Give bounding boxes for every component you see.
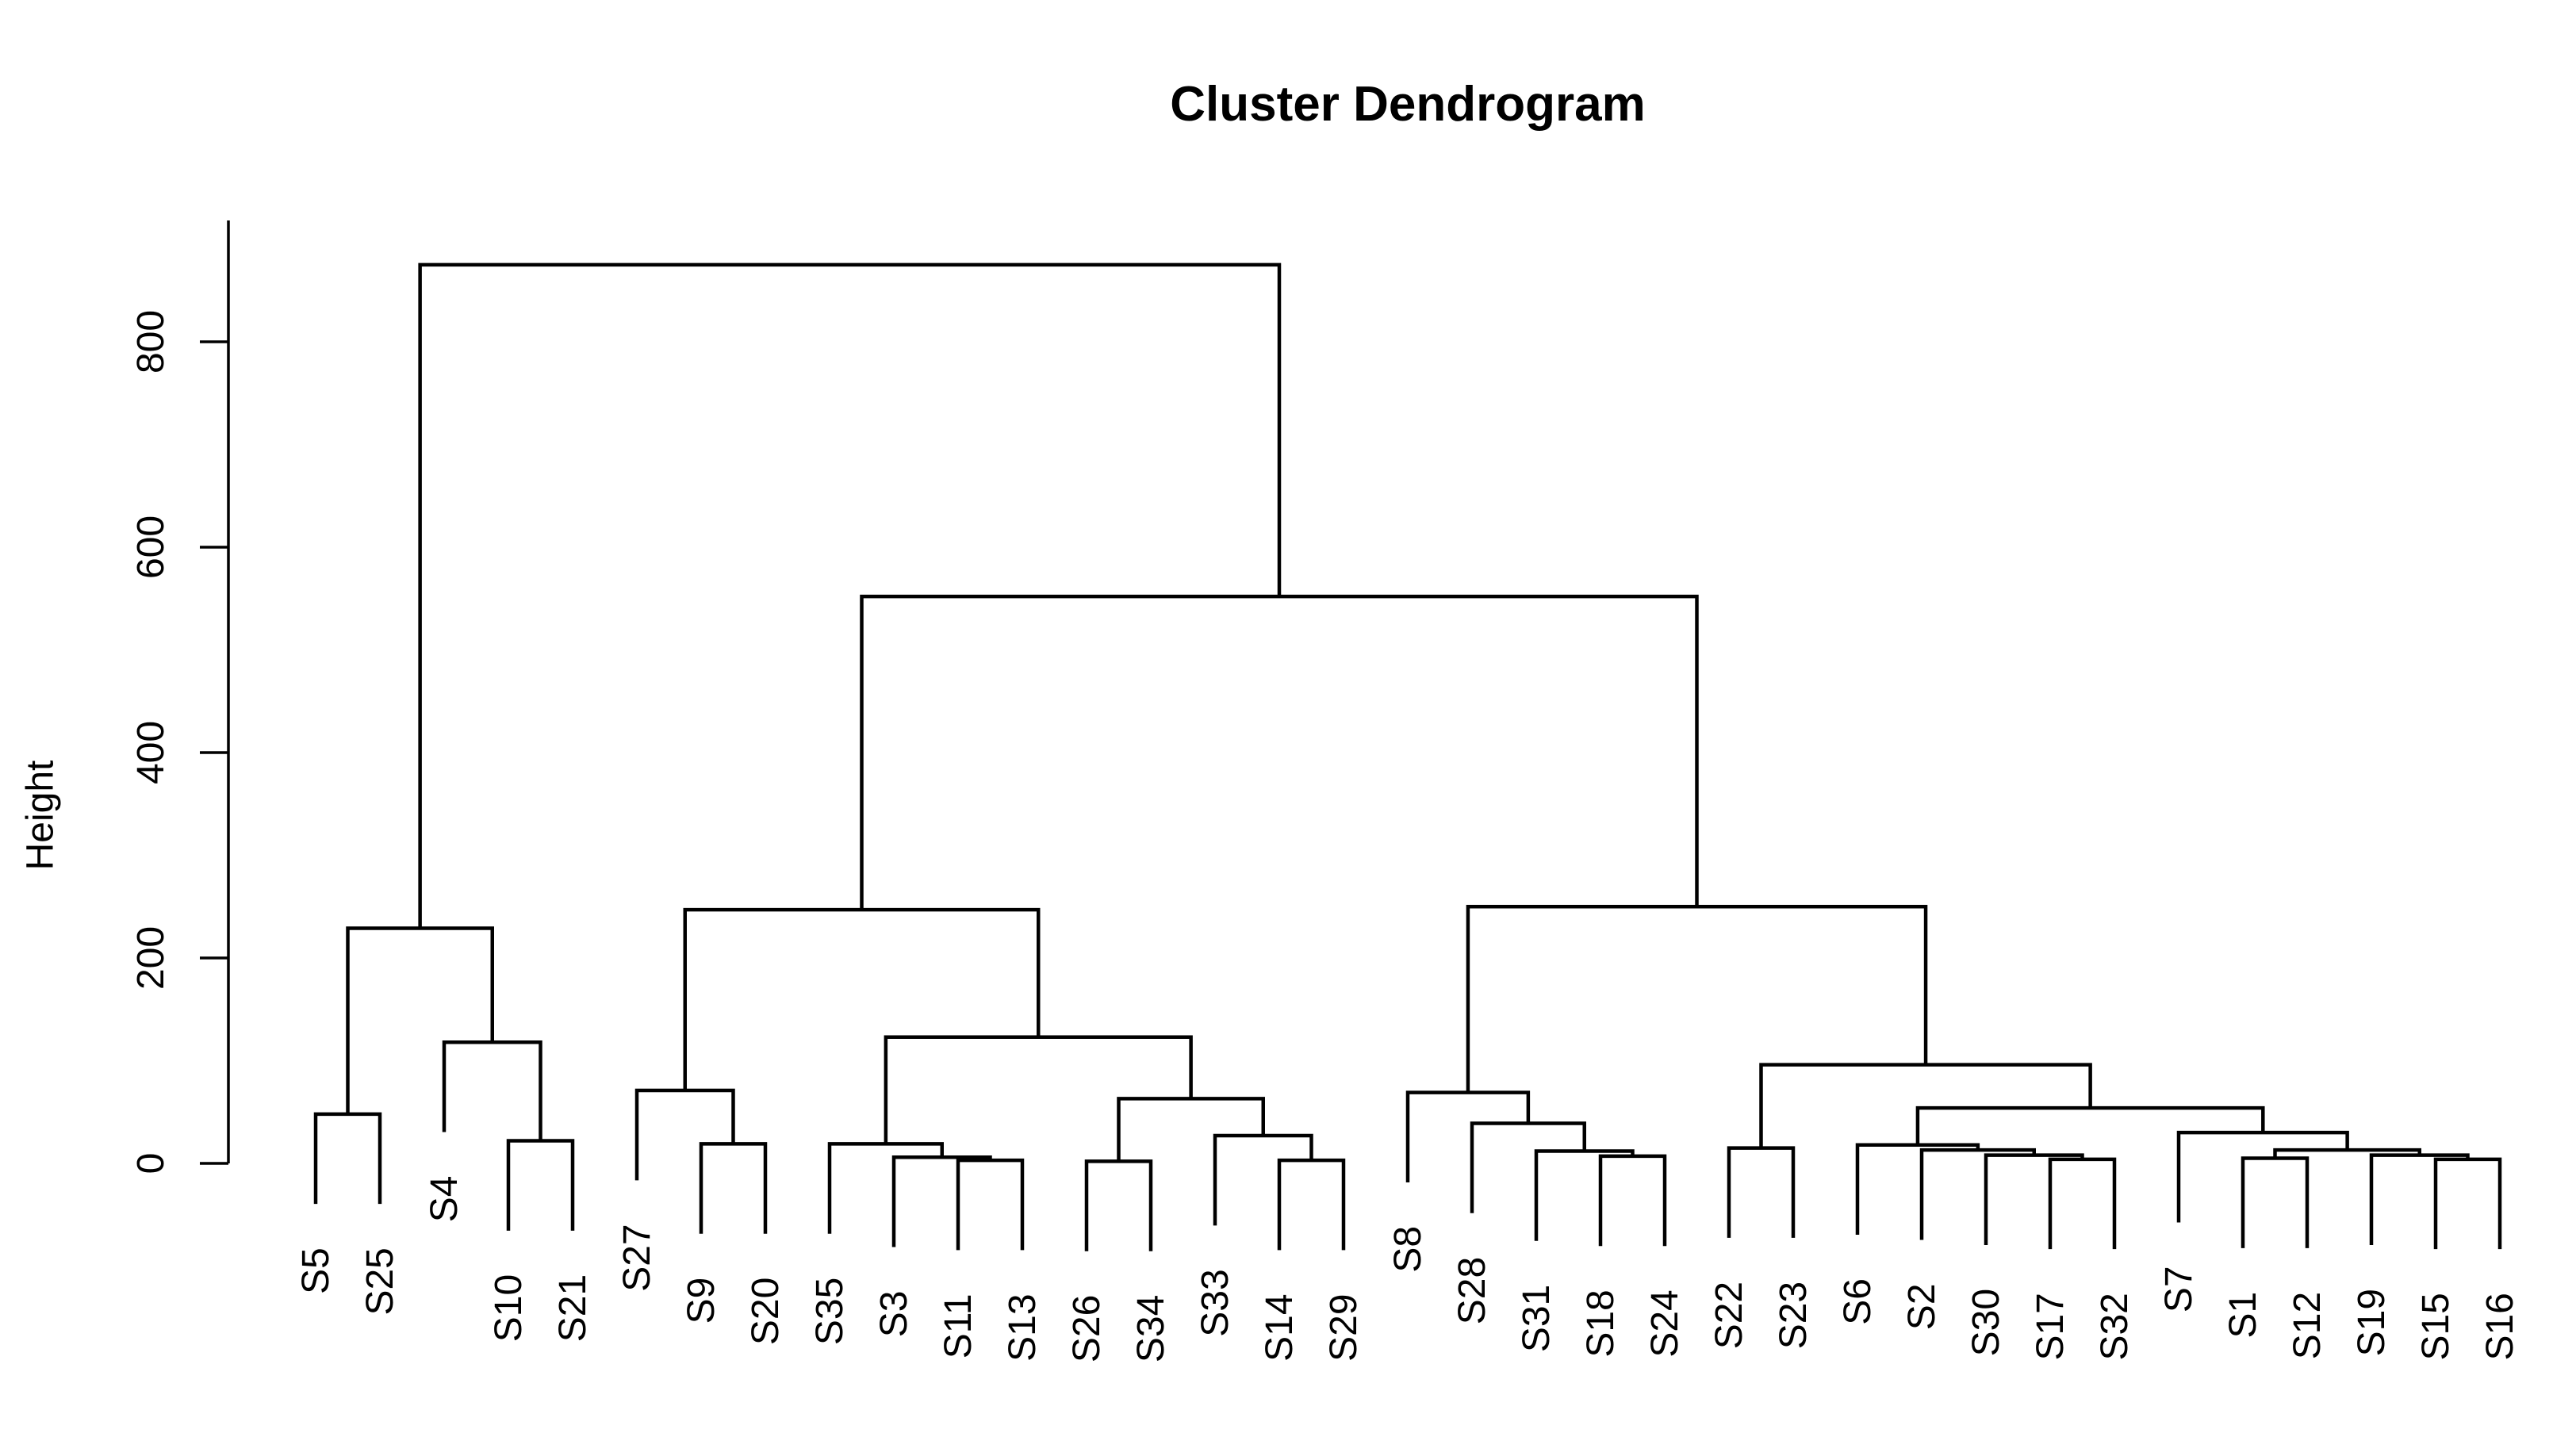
dendrogram-link	[2433, 1157, 2502, 1250]
dendrogram-link	[634, 1088, 735, 1181]
leaf-label: S30	[1965, 1289, 2007, 1356]
leaf-label: S9	[680, 1278, 723, 1324]
dendrogram-link	[683, 907, 1041, 1091]
dendrogram-link	[956, 1158, 1025, 1251]
leaf-label: S1	[2222, 1292, 2264, 1339]
leaf-label: S4	[424, 1176, 466, 1223]
y-tick-label: 400	[130, 721, 172, 784]
dendrogram-link	[1213, 1133, 1313, 1226]
dendrogram-link	[1405, 1090, 1531, 1182]
chart-title: Cluster Dendrogram	[1170, 77, 1646, 132]
leaf-label: S35	[809, 1278, 851, 1345]
dendrogram-link	[442, 1040, 542, 1141]
dendrogram-link	[891, 1155, 992, 1247]
dendrogram-link	[2048, 1157, 2117, 1250]
dendrogram-link	[313, 1112, 382, 1205]
leaf-label: S31	[1516, 1285, 1558, 1352]
leaf-label: S14	[1259, 1293, 1301, 1361]
leaf-label: S34	[1130, 1295, 1172, 1362]
dendrogram-link	[1598, 1154, 1667, 1247]
dendrogram-link	[418, 262, 1282, 929]
dendrogram-link	[506, 1139, 575, 1231]
dendrogram-link	[1855, 1143, 1980, 1235]
leaf-label: S20	[745, 1278, 787, 1345]
y-tick-label: 200	[130, 926, 172, 990]
leaf-label: S3	[873, 1291, 915, 1338]
dendrogram-link	[1277, 1158, 1346, 1251]
leaf-label: S17	[2030, 1293, 2072, 1360]
leaf-label: S28	[1451, 1257, 1493, 1324]
leaf-label: S6	[1837, 1278, 1879, 1325]
y-tick-label: 0	[130, 1153, 172, 1174]
dendrogram-link	[1919, 1148, 2036, 1240]
leaf-label: S13	[1002, 1293, 1044, 1361]
leaf-label: S22	[1708, 1282, 1750, 1349]
leaf-label: S24	[1644, 1289, 1686, 1357]
leaf-label: S10	[488, 1274, 530, 1342]
dendrogram-link	[860, 594, 1699, 910]
leaf-label: S26	[1066, 1295, 1108, 1362]
dendrogram-link	[2241, 1156, 2310, 1248]
leaf-label: S33	[1194, 1269, 1236, 1336]
leaf-label: S27	[616, 1224, 658, 1291]
dendrogram-link	[699, 1142, 768, 1234]
leaf-label: S23	[1773, 1282, 1815, 1349]
dendrogram-link	[1084, 1159, 1153, 1251]
dendrogram-link	[1915, 1105, 2265, 1145]
dendrogram-link	[1534, 1149, 1635, 1241]
dendrogram-link	[2369, 1153, 2470, 1245]
dendrogram-link	[884, 1035, 1193, 1144]
leaf-label: S2	[1901, 1283, 1943, 1330]
dendrogram-link	[1984, 1153, 2084, 1245]
leaf-label: S21	[552, 1274, 594, 1342]
leaf-label: S18	[1580, 1289, 1622, 1357]
leaf-label: S15	[2415, 1293, 2457, 1360]
dendrogram-link	[2176, 1130, 2349, 1223]
leaf-label: S5	[295, 1247, 337, 1294]
dendrogram-link	[346, 926, 494, 1114]
dendrogram-link	[827, 1142, 944, 1234]
leaf-label: S19	[2351, 1289, 2393, 1356]
y-tick-label: 800	[130, 310, 172, 374]
dendrogram-link	[1117, 1097, 1265, 1162]
y-axis-title: Height	[19, 760, 62, 871]
dendrogram-link	[2273, 1148, 2421, 1159]
y-tick-label: 600	[130, 515, 172, 579]
leaf-label: S25	[359, 1247, 401, 1315]
dendrogram-link	[1470, 1121, 1586, 1213]
leaf-label: S29	[1323, 1293, 1365, 1361]
leaf-label: S11	[937, 1293, 979, 1358]
dendrogram-link	[1727, 1146, 1796, 1238]
leaf-label: S32	[2094, 1293, 2136, 1360]
leaf-label: S12	[2287, 1292, 2329, 1359]
leaf-label: S8	[1387, 1226, 1429, 1273]
leaf-label: S7	[2158, 1266, 2200, 1312]
leaf-label: S16	[2479, 1293, 2521, 1360]
